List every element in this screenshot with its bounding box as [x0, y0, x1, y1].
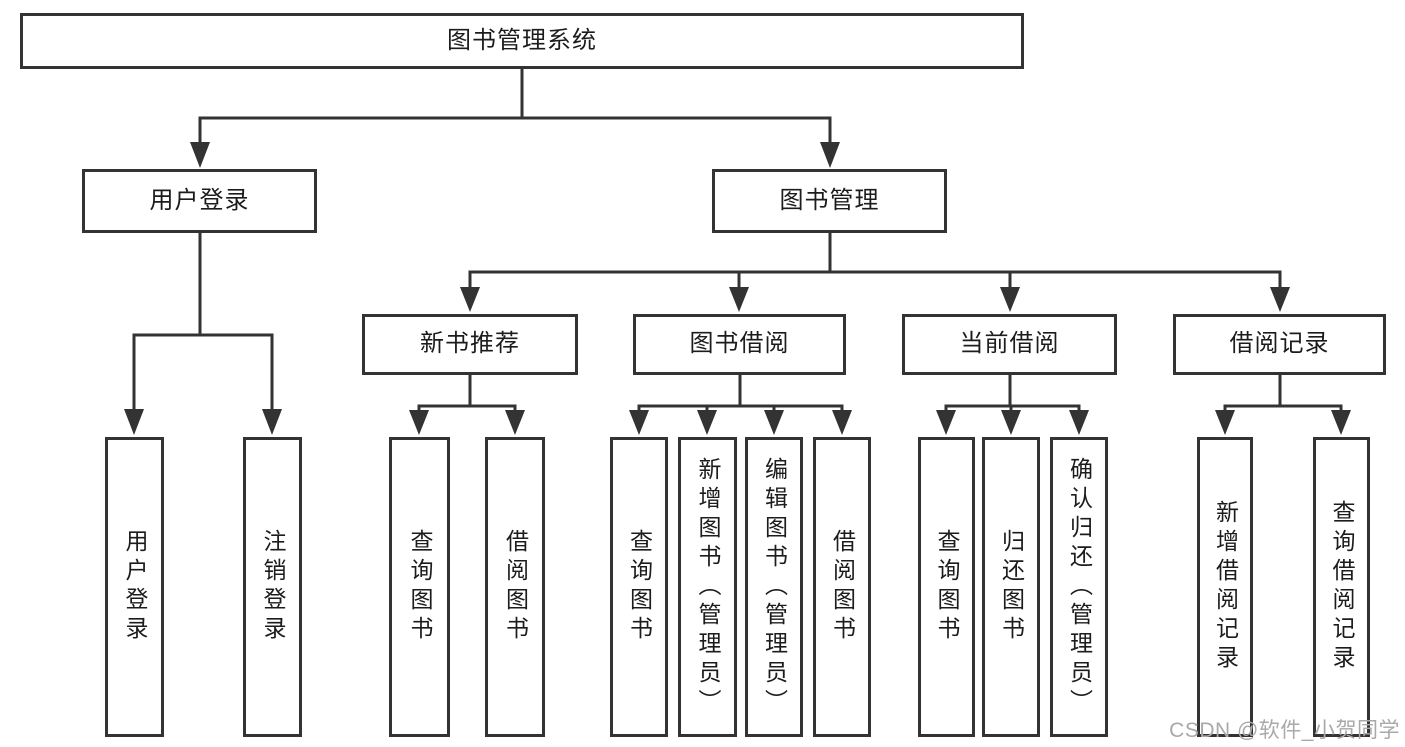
leaf-query-books-recommend: 查询图书 — [389, 437, 450, 737]
leaf-borrow-books-recommend: 借阅图书 — [485, 437, 545, 737]
node-book-borrow: 图书借阅 — [633, 314, 846, 375]
connector-new-book-recommend-to-leaves — [417, 373, 517, 414]
leaf-user-login: 用户登录 — [105, 437, 164, 737]
leaf-return-books: 归还图书 — [982, 437, 1040, 737]
arrowhead — [629, 410, 649, 435]
leaf-edit-books-admin: 编辑图书（管理员） — [745, 437, 803, 737]
csdn-watermark: CSDN @软件_小贺同学 — [1169, 719, 1400, 742]
arrowhead — [764, 410, 784, 435]
arrowhead — [820, 142, 840, 168]
node-borrow-records: 借阅记录 — [1173, 314, 1386, 375]
connector-borrow-records-to-leaves — [1223, 373, 1343, 414]
node-book-management: 图书管理 — [712, 169, 947, 233]
connector-book-management-to-level3 — [468, 231, 1282, 290]
node-user-login: 用户登录 — [82, 169, 317, 233]
connector-book-borrow-to-leaves — [637, 373, 844, 414]
leaf-confirm-return-admin: 确认归还（管理员） — [1050, 437, 1108, 737]
node-current-borrow: 当前借阅 — [902, 314, 1117, 375]
arrowhead — [729, 287, 749, 312]
arrowhead — [1215, 410, 1235, 435]
arrowhead — [832, 410, 852, 435]
arrowhead — [124, 409, 144, 435]
connector-root-to-level2 — [198, 67, 832, 146]
connector-current-borrow-to-leaves — [944, 373, 1081, 414]
arrowhead — [1069, 410, 1089, 435]
arrowhead — [1001, 410, 1021, 435]
connector-user-login-to-leaves — [132, 231, 274, 412]
leaf-add-borrow-record: 新增借阅记录 — [1197, 437, 1253, 737]
arrowhead — [697, 410, 717, 435]
arrowhead — [262, 409, 282, 435]
arrowhead — [409, 410, 429, 435]
arrowhead — [1331, 410, 1351, 435]
leaf-borrow-books: 借阅图书 — [813, 437, 871, 737]
leaf-query-books-current: 查询图书 — [918, 437, 975, 737]
leaf-query-books-borrow: 查询图书 — [610, 437, 668, 737]
node-new-book-recommend: 新书推荐 — [362, 314, 578, 375]
node-book-management-system: 图书管理系统 — [20, 13, 1024, 69]
arrowhead — [1270, 287, 1290, 312]
arrowhead — [190, 142, 210, 168]
leaf-logout: 注销登录 — [243, 437, 302, 737]
leaf-query-borrow-record: 查询借阅记录 — [1313, 437, 1370, 737]
arrowhead — [460, 287, 480, 312]
arrowhead — [505, 410, 525, 435]
arrowhead — [1000, 287, 1020, 312]
leaf-add-books-admin: 新增图书（管理员） — [678, 437, 737, 737]
arrowhead — [936, 410, 956, 435]
